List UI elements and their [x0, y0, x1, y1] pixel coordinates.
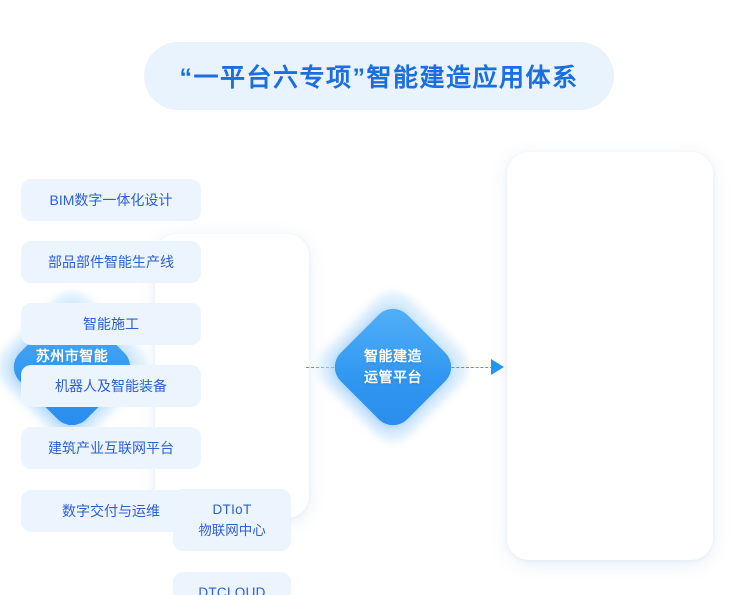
middle-card-title: DTIoT: [212, 502, 252, 517]
right-card-industry-internet[interactable]: 建筑产业互联网平台: [21, 427, 201, 469]
page-title: “一平台六专项”智能建造应用体系: [179, 64, 579, 92]
right-card-label: 智能施工: [83, 316, 139, 332]
connector-node-to-right: [437, 367, 493, 368]
middle-card-title: DTCLOUD: [198, 585, 266, 595]
middle-card-dtiot[interactable]: DTIoT 物联网中心: [173, 489, 291, 551]
arrow-right-icon: [491, 359, 504, 375]
right-card-label: BIM数字一体化设计: [49, 192, 173, 208]
node-operations-platform-label: 智能建造 运管平台: [333, 307, 453, 427]
right-card-robotics[interactable]: 机器人及智能装备: [21, 365, 201, 407]
right-card-bim-design[interactable]: BIM数字一体化设计: [21, 179, 201, 221]
node-operations-platform[interactable]: 智能建造 运管平台: [308, 282, 478, 452]
right-card-smart-construction[interactable]: 智能施工: [21, 303, 201, 345]
right-applications-panel: [507, 152, 713, 560]
node-label-line1: 苏州市智能: [35, 348, 109, 364]
right-card-label: 建筑产业互联网平台: [48, 440, 174, 456]
middle-card-dtcloud[interactable]: DTCLOUD 华智芯应用中台: [173, 572, 291, 595]
right-card-label: 机器人及智能装备: [55, 378, 167, 394]
right-card-label: 数字交付与运维: [62, 503, 160, 519]
right-card-label: 部品部件智能生产线: [48, 254, 174, 270]
title-pill: “一平台六专项”智能建造应用体系: [144, 42, 614, 110]
node-label-line1: 智能建造: [364, 348, 422, 364]
right-card-component-production[interactable]: 部品部件智能生产线: [21, 241, 201, 283]
middle-card-subtitle: 物联网中心: [198, 523, 266, 538]
right-card-digital-delivery[interactable]: 数字交付与运维: [21, 490, 201, 532]
node-label-line2: 运管平台: [364, 369, 422, 385]
